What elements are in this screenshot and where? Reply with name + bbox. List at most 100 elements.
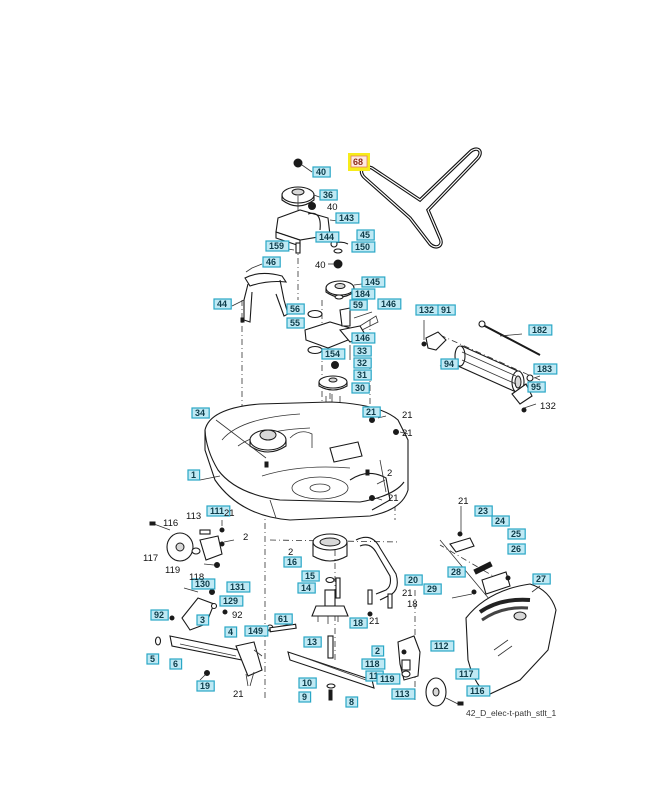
callout-part-number: 117 bbox=[459, 669, 474, 679]
callout-label-154[interactable]: 154 bbox=[321, 348, 346, 360]
callout-box bbox=[466, 685, 491, 697]
callout-label-183[interactable]: 183 bbox=[533, 363, 558, 375]
part-number-label-119: 119 bbox=[165, 565, 180, 576]
callout-part-number: 143 bbox=[339, 213, 354, 223]
callout-label-146[interactable]: 146 bbox=[351, 332, 376, 344]
callout-part-number: 24 bbox=[495, 516, 505, 526]
callout-part-number: 36 bbox=[323, 190, 333, 200]
callout-label-146[interactable]: 146 bbox=[377, 298, 402, 310]
callout-label-10[interactable]: 10 bbox=[298, 677, 317, 689]
callout-label-3[interactable]: 3 bbox=[196, 614, 210, 626]
callout-label-46[interactable]: 46 bbox=[262, 256, 281, 268]
callout-label-26[interactable]: 26 bbox=[507, 543, 526, 555]
callout-label-1[interactable]: 1 bbox=[187, 469, 201, 481]
callout-label-130[interactable]: 130 bbox=[191, 578, 216, 590]
callout-label-92[interactable]: 92 bbox=[150, 609, 169, 621]
callout-label-6[interactable]: 6 bbox=[169, 658, 183, 670]
callout-label-33[interactable]: 33 bbox=[353, 345, 372, 357]
baffle-arm-assembly bbox=[335, 536, 398, 617]
callout-label-21[interactable]: 21 bbox=[362, 406, 381, 418]
callout-part-number: 184 bbox=[355, 289, 370, 299]
highlighted-callout-68[interactable]: 68 bbox=[348, 153, 370, 171]
callout-label-112[interactable]: 112 bbox=[430, 640, 455, 652]
callout-label-20[interactable]: 20 bbox=[404, 574, 423, 586]
callout-box bbox=[226, 581, 251, 593]
callout-box bbox=[315, 231, 340, 243]
callout-label-9[interactable]: 9 bbox=[298, 691, 312, 703]
callout-box bbox=[391, 688, 416, 700]
callout-label-2[interactable]: 2 bbox=[371, 645, 385, 657]
callout-part-number: 29 bbox=[427, 584, 437, 594]
callout-label-25[interactable]: 25 bbox=[507, 528, 526, 540]
callout-label-119[interactable]: 119 bbox=[376, 673, 401, 685]
callout-label-28[interactable]: 28 bbox=[447, 566, 466, 578]
callout-label-182[interactable]: 182 bbox=[528, 324, 553, 336]
callout-part-number: 3 bbox=[200, 615, 205, 625]
callout-label-4[interactable]: 4 bbox=[224, 626, 238, 638]
callout-label-91[interactable]: 91 bbox=[437, 304, 456, 316]
callout-label-159[interactable]: 159 bbox=[265, 240, 290, 252]
callout-label-40[interactable]: 40 bbox=[312, 166, 331, 178]
callout-box bbox=[437, 304, 456, 316]
callout-box bbox=[527, 381, 546, 393]
callout-part-number: 26 bbox=[511, 544, 521, 554]
callout-label-145[interactable]: 145 bbox=[361, 276, 386, 288]
callout-label-29[interactable]: 29 bbox=[423, 583, 442, 595]
callout-label-144[interactable]: 144 bbox=[315, 231, 340, 243]
callout-label-27[interactable]: 27 bbox=[532, 573, 551, 585]
callout-label-14[interactable]: 14 bbox=[297, 582, 316, 594]
callout-label-117[interactable]: 117 bbox=[455, 668, 480, 680]
callout-label-94[interactable]: 94 bbox=[440, 358, 459, 370]
callout-label-45[interactable]: 45 bbox=[356, 229, 375, 241]
callout-label-16[interactable]: 16 bbox=[283, 556, 302, 568]
front-linkage-assembly bbox=[154, 587, 291, 687]
callout-label-32[interactable]: 32 bbox=[353, 357, 372, 369]
callout-label-184[interactable]: 184 bbox=[351, 288, 376, 300]
callout-label-118[interactable]: 118 bbox=[361, 658, 386, 670]
callout-label-111[interactable]: 111 bbox=[206, 505, 231, 517]
callout-label-19[interactable]: 19 bbox=[196, 680, 215, 692]
callout-box bbox=[447, 566, 466, 578]
callout-label-13[interactable]: 13 bbox=[303, 636, 322, 648]
part-number-label-92: 92 bbox=[232, 610, 243, 621]
callout-label-131[interactable]: 131 bbox=[226, 581, 251, 593]
callout-part-number: 11 bbox=[369, 671, 379, 681]
callout-label-61[interactable]: 61 bbox=[274, 613, 293, 625]
callout-label-24[interactable]: 24 bbox=[491, 515, 510, 527]
callout-label-149[interactable]: 149 bbox=[244, 625, 269, 637]
callout-label-15[interactable]: 15 bbox=[301, 570, 320, 582]
callout-label-23[interactable]: 23 bbox=[474, 505, 493, 517]
callout-part-number: 59 bbox=[353, 300, 363, 310]
callout-box bbox=[404, 574, 423, 586]
callout-part-number: 132 bbox=[419, 305, 434, 315]
callout-box bbox=[319, 189, 338, 201]
callout-part-number: 31 bbox=[357, 370, 367, 380]
callout-label-36[interactable]: 36 bbox=[319, 189, 338, 201]
callout-part-number: 183 bbox=[537, 364, 552, 374]
callout-label-30[interactable]: 30 bbox=[351, 382, 370, 394]
drive-belt-part-68[interactable] bbox=[357, 147, 482, 249]
callout-part-number: 14 bbox=[301, 583, 311, 593]
callout-label-5[interactable]: 5 bbox=[146, 653, 160, 665]
callout-label-55[interactable]: 55 bbox=[286, 317, 305, 329]
callout-label-150[interactable]: 150 bbox=[351, 241, 376, 253]
callout-label-132[interactable]: 132 bbox=[415, 304, 440, 316]
callout-label-143[interactable]: 143 bbox=[335, 212, 360, 224]
callout-label-18[interactable]: 18 bbox=[349, 617, 368, 629]
callout-label-95[interactable]: 95 bbox=[527, 381, 546, 393]
callout-label-31[interactable]: 31 bbox=[353, 369, 372, 381]
callout-label-116[interactable]: 116 bbox=[466, 685, 491, 697]
callout-label-34[interactable]: 34 bbox=[191, 407, 210, 419]
callout-label-113[interactable]: 113 bbox=[391, 688, 416, 700]
callout-label-129[interactable]: 129 bbox=[219, 595, 244, 607]
callout-box bbox=[265, 240, 290, 252]
callout-label-56[interactable]: 56 bbox=[286, 303, 305, 315]
callout-box bbox=[371, 645, 385, 657]
callout-label-8[interactable]: 8 bbox=[345, 696, 359, 708]
callout-part-number: 144 bbox=[319, 232, 334, 242]
callout-label-44[interactable]: 44 bbox=[213, 298, 232, 310]
callout-box bbox=[213, 298, 232, 310]
callout-box bbox=[353, 357, 372, 369]
part-number-label-21: 21 bbox=[233, 689, 244, 700]
callout-label-59[interactable]: 59 bbox=[349, 299, 368, 311]
